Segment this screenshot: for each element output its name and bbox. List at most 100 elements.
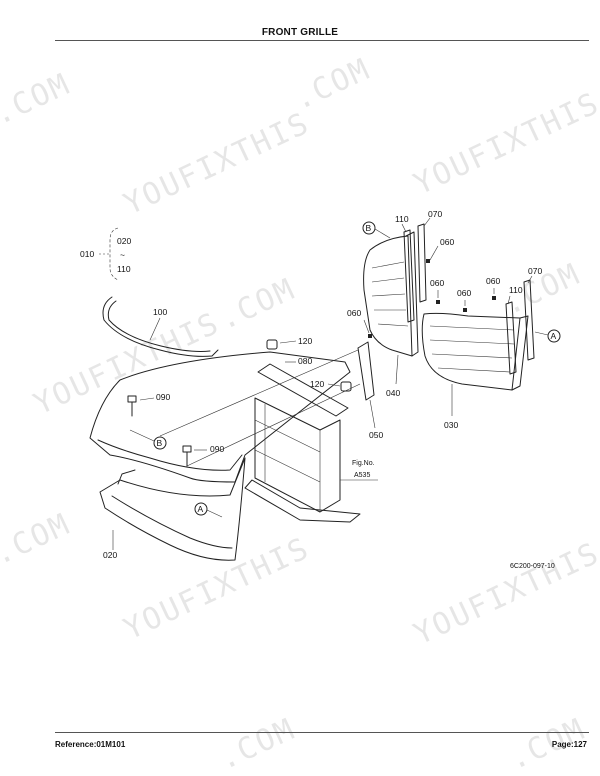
part-label: 050 bbox=[369, 430, 383, 440]
part-label: 010 bbox=[80, 249, 94, 259]
part-label: ~ bbox=[120, 250, 125, 260]
frame-outline bbox=[254, 397, 341, 513]
panel-rib bbox=[431, 353, 513, 359]
trim-strip bbox=[523, 279, 535, 361]
frame-member bbox=[254, 419, 321, 453]
page-title: FRONT GRILLE bbox=[261, 27, 339, 38]
side-panel-outline bbox=[421, 312, 521, 391]
watermark-text: YOUFIXTHIS bbox=[119, 531, 316, 648]
panel-rib bbox=[371, 293, 406, 297]
watermark-text: YOUFIXTHIS bbox=[119, 106, 316, 223]
watermark-text: .COM bbox=[214, 272, 302, 338]
part-030-side-panel-right: 030 bbox=[421, 312, 529, 430]
bolt-head bbox=[127, 395, 137, 403]
part-label: 120 bbox=[310, 379, 324, 389]
part-label: 060 bbox=[430, 278, 444, 288]
leader-line bbox=[279, 340, 297, 344]
watermark-text: .COM bbox=[0, 507, 76, 573]
marker-b-panel: B bbox=[362, 221, 391, 239]
marker-a-housing: A bbox=[194, 502, 223, 518]
part-060-clip-c: 060 bbox=[430, 278, 444, 304]
panel-rib bbox=[371, 277, 405, 283]
leader-line bbox=[129, 429, 155, 442]
part-label: 110 bbox=[395, 214, 409, 224]
grille-housing-edge bbox=[111, 495, 233, 549]
part-080-bracket: 080 bbox=[257, 356, 349, 417]
support-frame: Fig.No. A535 bbox=[244, 397, 378, 523]
side-strip bbox=[357, 341, 375, 401]
part-020-grille-housing: 020 bbox=[89, 351, 351, 561]
marker-b-housing: B bbox=[129, 429, 167, 450]
part-label: 030 bbox=[444, 420, 458, 430]
clip-marker bbox=[368, 334, 372, 338]
leader-line bbox=[363, 319, 370, 334]
clip-marker bbox=[492, 296, 496, 300]
leader-line bbox=[369, 399, 376, 429]
marker-circle bbox=[547, 329, 561, 343]
part-label: 090 bbox=[210, 444, 224, 454]
leader-line bbox=[429, 245, 439, 261]
seal-strip-outline bbox=[102, 296, 219, 357]
part-label: 060 bbox=[486, 276, 500, 286]
part-label: 110 bbox=[117, 264, 131, 274]
panel-rib bbox=[429, 339, 515, 345]
panel-rib bbox=[377, 323, 409, 327]
reference-label: Reference:01M101 bbox=[55, 740, 126, 749]
marker-circle bbox=[362, 221, 376, 235]
page-number: Page:127 bbox=[551, 740, 587, 749]
grille-housing-top bbox=[89, 351, 351, 483]
header-divider bbox=[55, 40, 589, 41]
part-label: 070 bbox=[528, 266, 542, 276]
marker-label: B bbox=[157, 438, 163, 448]
part-label: 060 bbox=[457, 288, 471, 298]
part-label: 020 bbox=[103, 550, 117, 560]
assembly-lines bbox=[159, 349, 361, 467]
part-050-side-strip: 050 bbox=[357, 341, 383, 440]
side-panel-edge bbox=[405, 231, 419, 357]
watermark-text: YOUFIXTHIS bbox=[409, 86, 600, 203]
leader-line bbox=[149, 317, 161, 341]
panel-rib bbox=[429, 325, 515, 331]
part-060-clip-d: 060 bbox=[457, 288, 471, 312]
marker-a-panel: A bbox=[534, 329, 561, 343]
fig-ref-label: A535 bbox=[354, 472, 370, 479]
part-label: 040 bbox=[386, 388, 400, 398]
part-label: 100 bbox=[153, 307, 167, 317]
diagram-code: 6C200-097-10 bbox=[510, 563, 555, 570]
leader-line bbox=[527, 275, 533, 284]
part-060-clip-e: 060 bbox=[486, 276, 500, 300]
part-090-bolt-b: 090 bbox=[182, 444, 224, 467]
seal-strip-inner bbox=[107, 300, 211, 352]
marker-circle bbox=[153, 436, 167, 450]
watermark-text: .COM bbox=[289, 52, 377, 118]
part-label: 090 bbox=[156, 392, 170, 402]
grille-housing-rim bbox=[97, 439, 243, 471]
footer-divider bbox=[55, 732, 589, 733]
assembly-range: 010 020 ~ 110 bbox=[80, 227, 131, 281]
part-label: 080 bbox=[298, 356, 312, 366]
part-120-stop-b: 120 bbox=[310, 379, 352, 392]
part-label: 070 bbox=[428, 209, 442, 219]
leader-line bbox=[139, 397, 155, 401]
part-110-trim-a: 110 bbox=[395, 214, 415, 323]
panel-rib bbox=[437, 367, 511, 373]
clip-marker bbox=[463, 308, 467, 312]
leader-line bbox=[423, 217, 431, 227]
part-label: 110 bbox=[509, 285, 523, 295]
bolt-head bbox=[182, 445, 192, 453]
panel-rib bbox=[371, 261, 405, 269]
part-060-clip-b: 060 bbox=[426, 237, 454, 263]
marker-label: B bbox=[366, 223, 372, 233]
part-090-bolt-a: 090 bbox=[127, 392, 170, 417]
trim-strip bbox=[505, 301, 517, 375]
grille-housing-front bbox=[99, 457, 246, 561]
leader-line bbox=[374, 228, 391, 239]
leader-line bbox=[507, 295, 511, 305]
part-110-trim-b: 110 bbox=[505, 285, 523, 375]
clip-marker bbox=[436, 300, 440, 304]
leader-line bbox=[206, 509, 223, 518]
watermark-text: YOUFIXTHIS bbox=[29, 306, 226, 423]
leader-line bbox=[395, 354, 399, 385]
frame-member bbox=[254, 449, 321, 483]
